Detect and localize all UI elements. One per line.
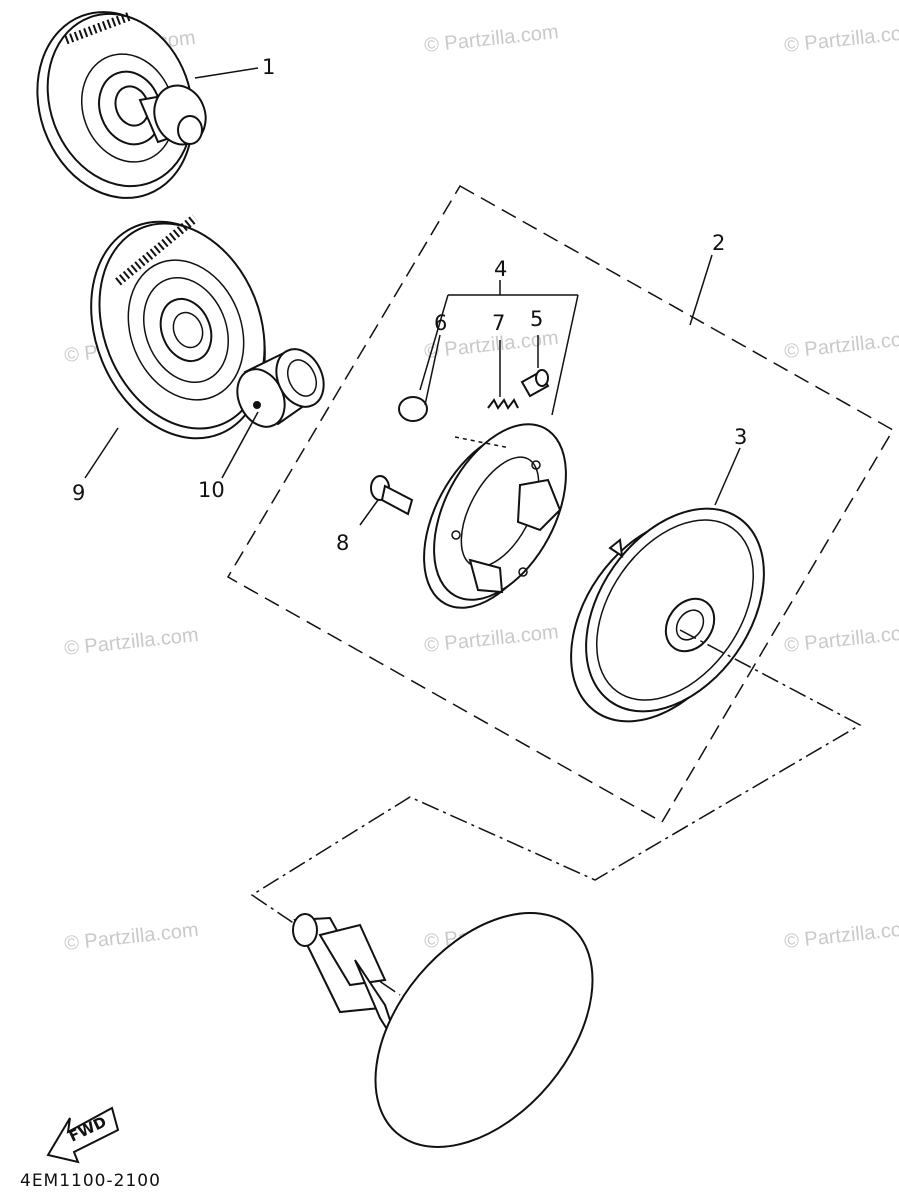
drawing-code: 4EM1100-2100	[20, 1171, 161, 1191]
part-3-clutch-housing	[570, 507, 765, 723]
callout-7: 7	[492, 311, 505, 335]
callout-10: 10	[198, 478, 225, 502]
part-9-driven-gear	[90, 214, 266, 440]
part-6-roller	[398, 334, 441, 422]
center-axis	[250, 629, 862, 996]
watermark: © Partzilla.com	[423, 621, 559, 657]
callout-9: 9	[72, 481, 85, 505]
part-7-spring	[487, 340, 519, 410]
callout-2: 2	[712, 231, 725, 255]
part-8-bolt	[359, 475, 414, 526]
watermark: © Partzilla.com	[783, 327, 899, 363]
callout-6: 6	[434, 311, 447, 335]
part-10-collar	[236, 348, 325, 428]
callout-3: 3	[734, 425, 747, 449]
leader-lines	[84, 67, 741, 506]
watermark: © Partzilla.com	[63, 919, 199, 955]
callout-8: 8	[336, 531, 349, 555]
watermark: © Partzilla.com	[423, 21, 559, 57]
callouts: 1 2 3 4 5 6 7 8 9 10	[72, 55, 747, 555]
callout-4: 4	[494, 257, 507, 281]
watermark: © Partzilla.com	[783, 21, 899, 57]
part-5-plunger	[520, 335, 550, 398]
watermark: © Partzilla.com	[783, 621, 899, 657]
watermark: © Partzilla.com	[63, 624, 199, 660]
part-clutch-body	[423, 423, 567, 609]
watermark: © Partzilla.com	[783, 917, 899, 953]
callout-1: 1	[262, 55, 275, 79]
part-4-roller-set	[419, 280, 579, 416]
crankshaft	[292, 912, 594, 1148]
callout-5: 5	[530, 307, 543, 331]
part-1-starter-gear	[36, 11, 207, 199]
fwd-arrow-icon: FWD	[46, 1106, 120, 1164]
